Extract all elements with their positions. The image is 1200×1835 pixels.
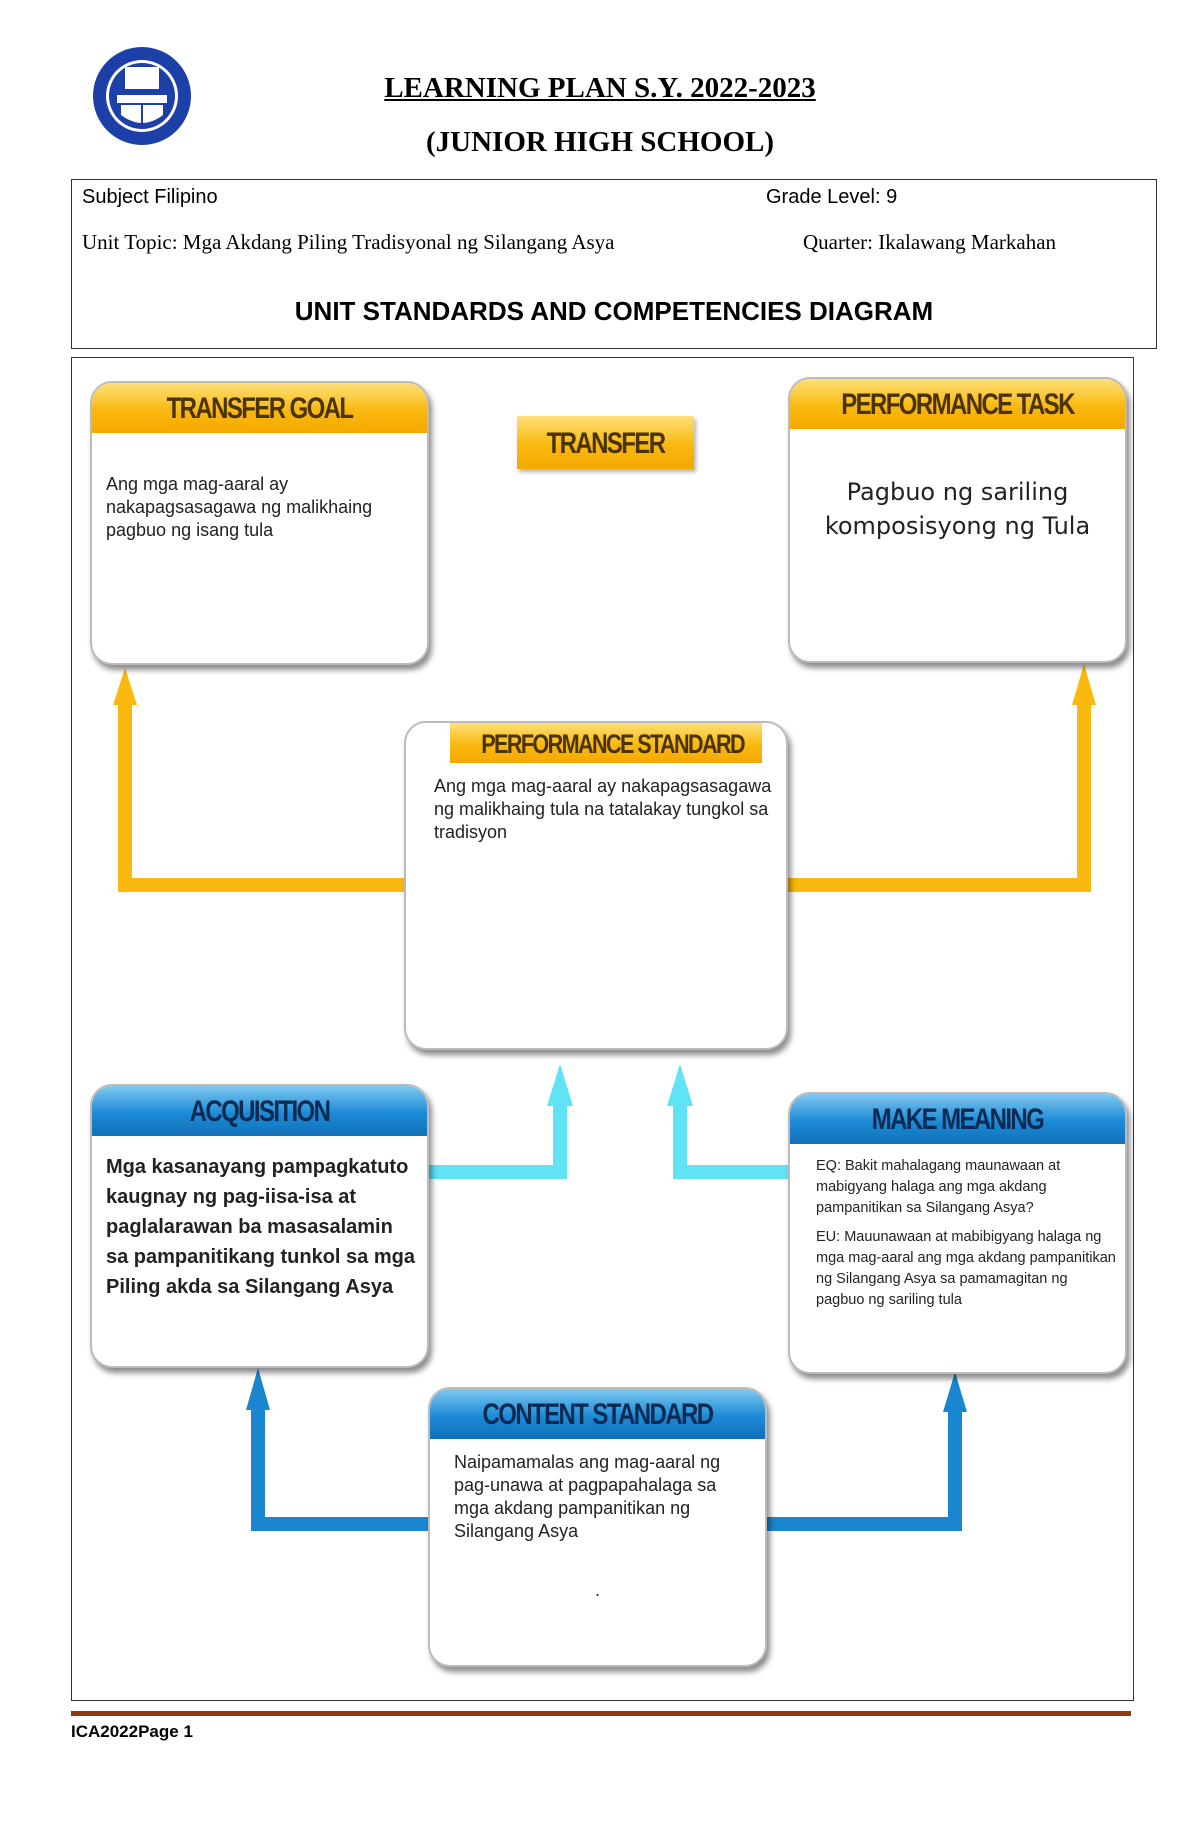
transfer-label: TRANSFER	[517, 416, 694, 469]
performance-standard-text: Ang mga mag-aaral ay nakapagsasagawa ng …	[434, 776, 772, 842]
content-standard-text: Naipamamalas ang mag-aaral ng pag-unawa …	[454, 1452, 721, 1541]
arrow-cyan-right	[673, 1100, 795, 1179]
arrowhead-cyan-left	[547, 1064, 573, 1106]
arrowhead-orange-right	[1072, 664, 1096, 705]
performance-standard-title: PERFORMANCE STANDARD	[481, 729, 745, 759]
content-standard-title: CONTENT STANDARD	[482, 1398, 715, 1431]
arrow-blue-right	[760, 1405, 962, 1531]
footer-divider	[71, 1711, 1131, 1716]
diagram-frame	[71, 357, 1134, 1701]
arrow-orange-left	[118, 700, 410, 892]
unit-topic-label: Unit Topic: Mga Akdang Piling Tradisyona…	[82, 230, 615, 254]
acquisition-title: ACQUISITION	[189, 1095, 331, 1128]
subject-label: Subject Filipino	[82, 186, 218, 208]
make-meaning-card: MAKE MEANING EQ: Bakit mahalagang maunaw…	[788, 1092, 1127, 1374]
transfer-goal-title: TRANSFER GOAL	[166, 392, 354, 425]
content-standard-dot: .	[594, 1580, 600, 1600]
arrow-cyan-left	[420, 1100, 567, 1179]
footer-page-label: ICA2022Page 1	[71, 1722, 193, 1741]
arrow-orange-right	[780, 700, 1091, 892]
acquisition-card: ACQUISITION Mga kasanayang pampagkatuto …	[90, 1084, 429, 1368]
diagram-title: UNIT STANDARDS AND COMPETENCIES DIAGRAM	[294, 296, 934, 326]
make-meaning-title: MAKE MEANING	[871, 1103, 1045, 1136]
make-meaning-body: EQ: Bakit mahalagang maunawaan at mabigy…	[816, 1156, 1119, 1319]
acquisition-text: Mga kasanayang pampagkatuto kaugnay ng p…	[106, 1156, 415, 1298]
school-logo	[91, 45, 193, 147]
grade-level-label: Grade Level: 9	[766, 186, 898, 208]
performance-task-title: PERFORMANCE TASK	[841, 388, 1075, 421]
performance-task-card: PERFORMANCE TASK Pagbuo ng sariling komp…	[788, 377, 1127, 663]
make-meaning-eq: EQ: Bakit mahalagang maunawaan at mabigy…	[816, 1158, 1061, 1216]
page-title: LEARNING PLAN S.Y. 2022-2023	[384, 72, 816, 104]
quarter-label: Quarter: Ikalawang Markahan	[803, 230, 1057, 254]
content-standard-card: CONTENT STANDARD Naipamamalas ang mag-aa…	[428, 1387, 767, 1667]
performance-task-text: Pagbuo ng sariling komposisyong ng Tula	[824, 478, 1091, 540]
arrowhead-cyan-right	[667, 1064, 693, 1106]
performance-standard-card: PERFORMANCE STANDARD Ang mga mag-aaral a…	[404, 721, 788, 1050]
arrowhead-blue-left	[246, 1368, 270, 1410]
transfer-goal-text: Ang mga mag-aaral ay nakapagsasagawa ng …	[106, 474, 373, 540]
transfer-goal-card: TRANSFER GOAL Ang mga mag-aaral ay nakap…	[90, 381, 429, 665]
make-meaning-eu: EU: Mauunawaan at mabibigyang halaga ng …	[816, 1229, 1116, 1308]
info-box: Subject Filipino Grade Level: 9 Unit Top…	[71, 179, 1157, 349]
arrowhead-blue-right	[943, 1372, 967, 1412]
arrow-blue-left	[251, 1402, 435, 1531]
page-subtitle: (JUNIOR HIGH SCHOOL)	[425, 126, 775, 158]
arrowhead-orange-left	[113, 668, 137, 705]
transfer-label-text: TRANSFER	[546, 427, 666, 460]
